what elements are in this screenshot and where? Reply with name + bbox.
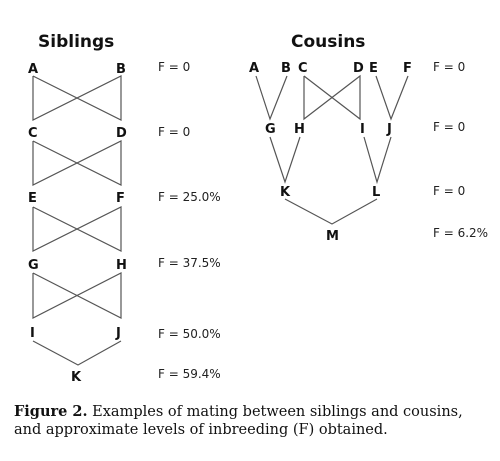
sib-f-gen1: F = 0: [158, 60, 190, 74]
cousin-f-gen4: F = 6.2%: [433, 226, 488, 240]
sib-gen4-link: [32, 272, 122, 319]
sib-node-h: H: [116, 258, 127, 273]
sib-f-gen4: F = 37.5%: [158, 256, 221, 270]
cousin-node-h: H: [294, 122, 305, 137]
sib-node-k: K: [71, 370, 82, 385]
cousin-ef-to-j: [375, 75, 409, 121]
sib-f-gen2: F = 0: [158, 125, 190, 139]
cousin-f-gen3: F = 0: [433, 184, 465, 198]
cousin-ij-to-l: [363, 136, 392, 185]
sib-gen1-link: [32, 75, 122, 121]
cousin-ab-to-g: [255, 75, 288, 121]
cousin-node-a: A: [249, 61, 259, 76]
figure-caption: Figure 2. Examples of mating between sib…: [14, 403, 494, 439]
cousin-node-i: I: [360, 122, 365, 137]
cousin-node-l: L: [372, 185, 380, 200]
sib-gen5-link: [32, 340, 122, 366]
cousin-f-gen1: F = 0: [433, 60, 465, 74]
cousins-title: Cousins: [291, 32, 365, 52]
siblings-lines: [32, 75, 122, 366]
caption-label: Figure 2.: [14, 403, 88, 420]
cousin-cd-cross: [303, 74, 361, 121]
sib-node-e: E: [28, 191, 37, 206]
sib-node-j: J: [115, 326, 121, 341]
cousin-kl-to-m: [284, 198, 378, 225]
sib-node-a: A: [28, 62, 38, 77]
sib-node-d: D: [116, 126, 127, 141]
sib-f-gen5: F = 50.0%: [158, 327, 221, 341]
cousin-node-b: B: [281, 61, 291, 76]
sib-node-f: F: [116, 191, 125, 206]
siblings-title: Siblings: [38, 32, 114, 52]
sib-f-gen3: F = 25.0%: [158, 190, 221, 204]
cousin-f-gen2: F = 0: [433, 120, 465, 134]
sib-gen3-link: [32, 206, 122, 252]
cousin-node-f: F: [403, 61, 412, 76]
cousin-node-c: C: [298, 61, 308, 76]
cousin-node-j: J: [386, 122, 392, 137]
sib-node-g: G: [28, 258, 39, 273]
sib-gen2-link: [32, 140, 122, 186]
cousin-node-m: M: [326, 229, 339, 244]
caption-text: Examples of mating between siblings and …: [14, 404, 463, 438]
cousin-node-e: E: [369, 61, 378, 76]
inbreeding-diagram: Siblings Cousins A B C D E F G H I J K F…: [28, 32, 488, 385]
sib-node-b: B: [116, 62, 126, 77]
cousins-lines: [255, 74, 409, 225]
sib-f-gen6: F = 59.4%: [158, 367, 221, 381]
cousin-gh-to-k: [269, 136, 301, 184]
cousin-node-d: D: [353, 61, 364, 76]
cousin-node-k: K: [280, 185, 291, 200]
cousin-node-g: G: [265, 122, 276, 137]
sib-node-c: C: [28, 126, 38, 141]
sib-node-i: I: [30, 326, 35, 341]
